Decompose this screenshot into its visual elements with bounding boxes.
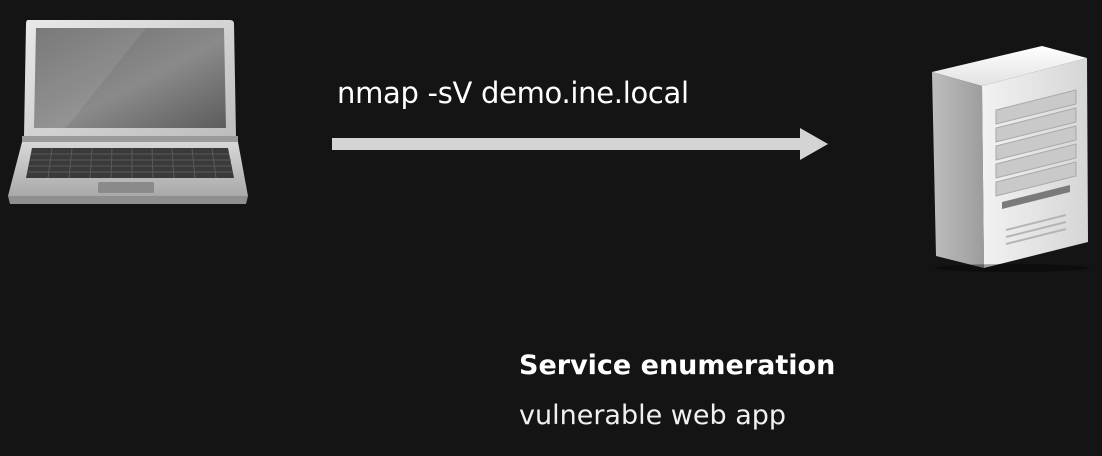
server-icon xyxy=(932,46,1090,272)
laptop-icon xyxy=(8,20,248,204)
command-label: nmap -sV demo.ine.local xyxy=(337,76,689,110)
caption-subtitle: vulnerable web app xyxy=(519,400,787,431)
arrow-right-icon xyxy=(332,128,828,160)
caption-title: Service enumeration xyxy=(519,350,836,381)
